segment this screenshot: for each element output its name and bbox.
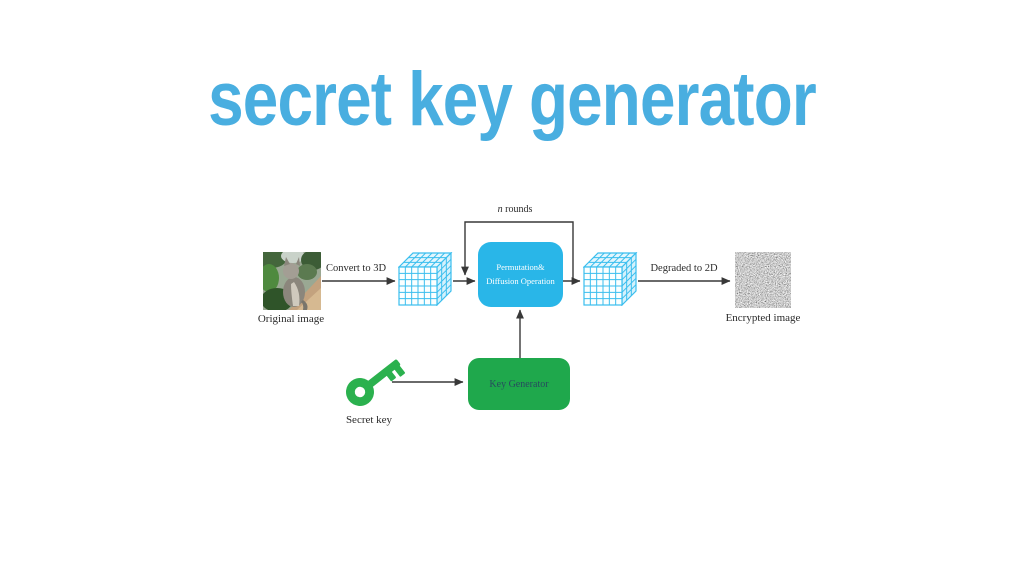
operation-label-line1: Permutation&	[496, 262, 545, 273]
n-rounds-label: n rounds	[480, 204, 550, 215]
n-rounds-text: rounds	[502, 204, 533, 215]
cube-3d-right	[582, 251, 639, 311]
encrypted-image-thumbnail	[735, 252, 791, 308]
key-generator-label: Key Generator	[489, 378, 549, 390]
convert-to-3d-label: Convert to 3D	[325, 263, 387, 274]
page-title: secret key generator	[208, 57, 817, 142]
key-icon-graphic	[346, 359, 406, 406]
secret-key-caption: Secret key	[345, 414, 393, 426]
cube-3d-left	[397, 251, 454, 311]
operation-label-line2: Diffusion Operation	[486, 275, 555, 286]
3d-cube-icon	[582, 251, 638, 307]
encrypted-image-caption: Encrypted image	[725, 312, 801, 324]
key-icon	[344, 342, 416, 414]
cat-photo-icon	[255, 248, 325, 312]
original-image-caption: Original image	[257, 313, 325, 325]
n-rounds-variable: n	[497, 204, 503, 215]
3d-cube-icon	[397, 251, 453, 307]
degraded-to-2d-label: Degraded to 2D	[650, 263, 718, 274]
original-image-thumbnail	[255, 248, 325, 312]
noise-image-icon	[735, 252, 791, 308]
permutation-diffusion-box: Permutation& Diffusion Operation	[478, 242, 563, 307]
key-generator-box: Key Generator	[468, 358, 570, 410]
